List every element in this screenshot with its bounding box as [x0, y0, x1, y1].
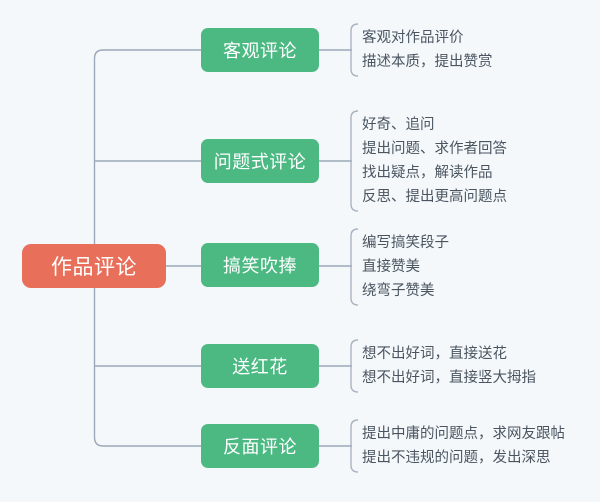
- leaf-group-negative: 提出中庸的问题点，求网友跟帖 提出不违规的问题，发出深思: [362, 422, 565, 470]
- branch-node-label: 搞笑吹捧: [223, 256, 297, 277]
- leaf-item: 提出不违规的问题，发出深思: [362, 450, 551, 466]
- bracket-5: [350, 419, 359, 473]
- leaf-group-objective: 客观对作品评价 描述本质，提出赞赏: [362, 26, 493, 74]
- branch-node-label: 客观评论: [223, 41, 297, 62]
- leaf-item: 想不出好词，直接送花: [362, 346, 507, 362]
- leaf-group-questioning: 好奇、追问 提出问题、求作者回答 找出疑点，解读作品 反思、提出更高问题点: [362, 113, 507, 209]
- leaf-item: 直接赞美: [362, 259, 420, 275]
- leaf-item: 编写搞笑段子: [362, 235, 449, 251]
- leaf-item: 描述本质，提出赞赏: [362, 54, 493, 70]
- leaf-group-send-flower: 想不出好词，直接送花 想不出好词，直接竖大拇指: [362, 342, 536, 390]
- leaf-item: 绕弯子赞美: [362, 283, 435, 299]
- leaf-item: 好奇、追问: [362, 117, 435, 133]
- bracket-2: [350, 110, 359, 212]
- bracket-4: [350, 339, 359, 393]
- bracket-3: [350, 228, 359, 306]
- leaf-item: 找出疑点，解读作品: [362, 165, 493, 181]
- root-node[interactable]: 作品评论: [22, 244, 166, 288]
- branch-node-label: 问题式评论: [213, 152, 307, 173]
- root-node-label: 作品评论: [51, 255, 137, 279]
- leaf-item: 提出问题、求作者回答: [362, 141, 507, 157]
- leaf-item: 反思、提出更高问题点: [362, 189, 507, 205]
- branch-node-questioning[interactable]: 问题式评论: [201, 139, 319, 183]
- leaf-group-humorous-praise: 编写搞笑段子 直接赞美 绕弯子赞美: [362, 231, 449, 303]
- leaf-item: 提出中庸的问题点，求网友跟帖: [362, 426, 565, 442]
- branch-node-humorous-praise[interactable]: 搞笑吹捧: [201, 243, 319, 287]
- leaf-item: 想不出好词，直接竖大拇指: [362, 370, 536, 386]
- leaf-item: 客观对作品评价: [362, 30, 464, 46]
- trunk-top: [93, 49, 201, 244]
- branch-node-label: 反面评论: [223, 437, 297, 458]
- branch-node-label: 送红花: [232, 357, 288, 378]
- branch-node-send-flower[interactable]: 送红花: [201, 344, 319, 388]
- trunk-bottom: [93, 288, 201, 447]
- bracket-1: [350, 23, 359, 77]
- branch-node-objective[interactable]: 客观评论: [201, 28, 319, 72]
- branch-node-negative[interactable]: 反面评论: [201, 424, 319, 468]
